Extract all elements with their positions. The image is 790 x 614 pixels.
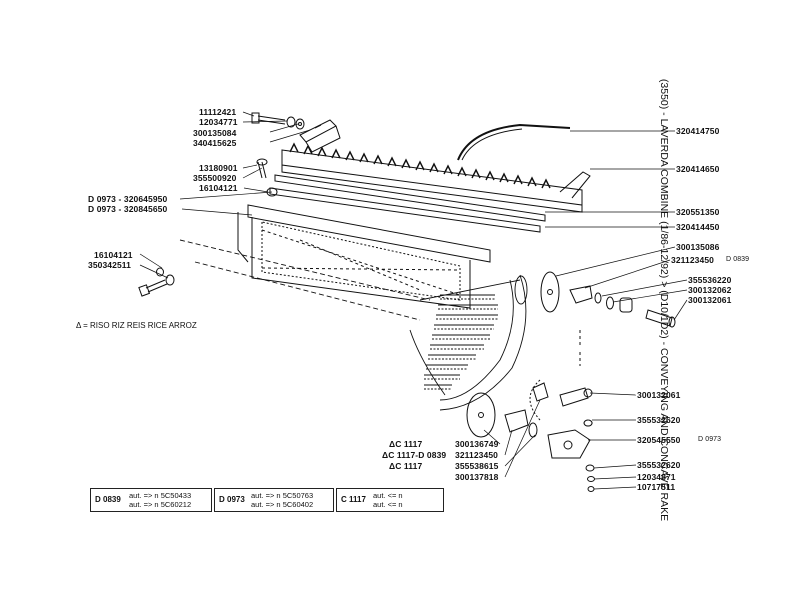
part-number-label: 320414750 bbox=[676, 126, 720, 136]
part-number-label: 321123450 bbox=[671, 255, 714, 265]
part-number-label: 355536220 bbox=[688, 275, 732, 285]
legend-box-d0973: D 0973 aut. => n 5C50763 aut. => n 5C604… bbox=[214, 488, 334, 512]
right-shaft-parts bbox=[540, 271, 676, 366]
legend-line: aut. => n 5C50433 bbox=[129, 491, 192, 500]
rod-part bbox=[457, 123, 571, 161]
part-number-label: 300135086 bbox=[676, 242, 720, 252]
leader-lines bbox=[139, 111, 688, 490]
part-number-label: 10717511 bbox=[637, 482, 676, 492]
part-number-label: 350342511 bbox=[88, 260, 131, 270]
part-number-label: 355532620 bbox=[637, 460, 681, 470]
part-number-label: 355538615 bbox=[455, 461, 499, 471]
legend-box-d0839: D 0839 aut. => n 5C50433 aut. => n 5C602… bbox=[90, 488, 212, 512]
part-number-label: 16104121 bbox=[199, 183, 238, 193]
bottom-shaft-parts bbox=[529, 379, 595, 492]
legend-line: aut. => n 5C60402 bbox=[251, 500, 314, 509]
part-number-label: 340415625 bbox=[193, 138, 237, 148]
part-number-label: 321123450 bbox=[455, 450, 498, 460]
legend-line: aut. <= n bbox=[373, 500, 403, 509]
concave-rake-body bbox=[179, 239, 528, 411]
part-number-label: 13180901 bbox=[199, 163, 238, 173]
part-variant-note: D 0973 bbox=[698, 436, 722, 443]
part-number-label: D 0973 - 320845650 bbox=[88, 204, 168, 214]
part-number-label: 300136749 bbox=[455, 439, 499, 449]
top-left-fasteners bbox=[251, 112, 305, 197]
part-number-label: 300132062 bbox=[688, 285, 732, 295]
part-variant-note: D 0839 bbox=[726, 256, 750, 263]
legend-code: D 0973 bbox=[219, 495, 245, 504]
legend-code: D 0839 bbox=[95, 495, 121, 504]
part-number-label: 300135084 bbox=[193, 128, 237, 138]
part-number-label: 12034871 bbox=[637, 472, 676, 482]
page-title: (3550) - LAVERDA COMBINE (1/86-12/92) > … bbox=[658, 78, 670, 522]
part-number-label: 355532620 bbox=[637, 415, 681, 425]
legend-line: aut. => n 5C60212 bbox=[129, 500, 192, 509]
left-bolt-fastener bbox=[138, 267, 175, 297]
part-number-label: 320414450 bbox=[676, 222, 720, 232]
part-number-label: 16104121 bbox=[94, 250, 133, 260]
legend-line: aut. => n 5C50763 bbox=[251, 491, 314, 500]
part-number-label: 355500920 bbox=[193, 173, 237, 183]
part-number-label: 11112421 bbox=[199, 107, 237, 117]
bracket-part bbox=[299, 119, 337, 143]
legend-code: C 1117 bbox=[341, 495, 366, 504]
part-number-label: 320551350 bbox=[676, 207, 720, 217]
part-number-label: 320545550 bbox=[637, 435, 681, 445]
frame-panel-part bbox=[237, 204, 491, 309]
part-prefix-label: ΔC 1117-D 0839 bbox=[382, 450, 447, 460]
part-number-label: 320414650 bbox=[676, 164, 720, 174]
part-number-label: 300132061 bbox=[688, 295, 732, 305]
part-prefix-label: ΔC 1117 bbox=[389, 461, 423, 471]
strip-part-1 bbox=[274, 174, 546, 222]
variant-note: Δ = RISO RIZ REIS RICE ARROZ bbox=[76, 321, 197, 330]
bottom-disc-parts bbox=[466, 382, 549, 438]
part-number-label: 300132061 bbox=[637, 390, 681, 400]
part-number-label: D 0973 - 320645950 bbox=[88, 194, 168, 204]
legend-line: aut. <= n bbox=[373, 491, 403, 500]
rake-bar-part bbox=[281, 142, 591, 213]
part-number-label: 300137818 bbox=[455, 472, 499, 482]
part-prefix-label: ΔC 1117 bbox=[389, 439, 423, 449]
part-number-label: 12034771 bbox=[199, 117, 238, 127]
legend-box-c1117: C 1117 aut. <= n aut. <= n bbox=[336, 488, 444, 512]
